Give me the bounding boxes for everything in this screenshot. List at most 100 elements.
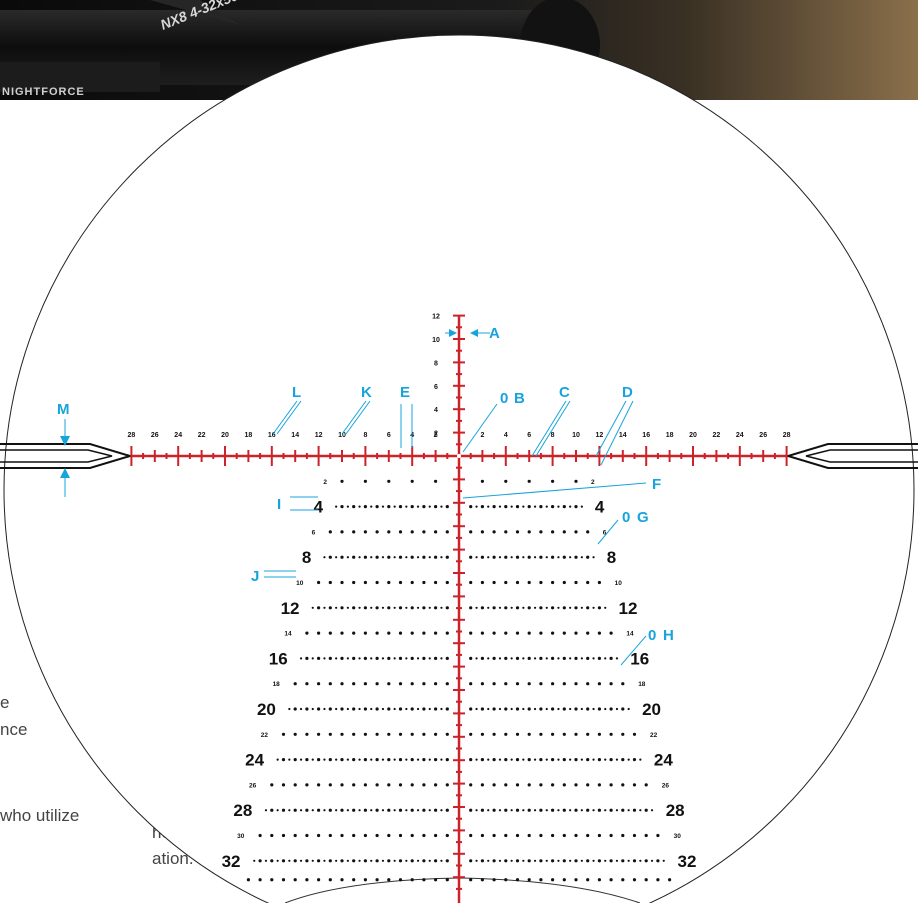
hold-dot (328, 530, 332, 534)
hold-dot (293, 878, 297, 882)
hold-dot (281, 808, 286, 812)
hold-dot (492, 606, 496, 610)
hold-dot (434, 479, 438, 483)
hold-dot (487, 707, 490, 711)
horizontal-tick-label: 4 (504, 432, 508, 439)
hold-dot (604, 606, 607, 609)
hold-dot (317, 580, 321, 585)
hold-dot (328, 732, 332, 736)
hold-dot (305, 732, 309, 736)
hold-dot (323, 859, 326, 862)
callout-c-leader (531, 400, 567, 457)
hold-dot (335, 809, 338, 812)
hold-row-label-left: 12 (281, 599, 300, 618)
hold-dot (475, 758, 478, 761)
hold-dot (480, 707, 484, 711)
hold-dot (522, 556, 525, 559)
hold-dot (381, 657, 385, 660)
hold-row-label-left: 14 (284, 631, 292, 638)
hold-dot (574, 479, 578, 483)
hold-dot (375, 732, 379, 736)
hold-dot (562, 682, 566, 686)
hold-dot (498, 859, 502, 862)
hold-dot (586, 631, 590, 635)
hold-dot (510, 859, 513, 862)
hold-dot (363, 707, 367, 711)
hold-dot (363, 732, 367, 736)
hold-dot (375, 555, 379, 559)
hold-dot (551, 580, 555, 585)
hold-dot (422, 707, 426, 711)
hold-dot (515, 732, 520, 736)
hold-dot (434, 707, 438, 711)
hold-dot (592, 556, 595, 559)
hold-row-label-left: 20 (257, 700, 276, 719)
hold-dot (375, 631, 379, 635)
hold-dot (621, 732, 625, 736)
hold-dot (580, 707, 583, 711)
hold-dot (340, 758, 344, 762)
hold-dot (580, 657, 583, 660)
hold-dot (615, 809, 619, 812)
hold-dot (352, 656, 356, 661)
hold-dot (569, 556, 572, 559)
hold-dot (551, 530, 555, 534)
hold-dot (580, 758, 583, 761)
hold-dot (293, 808, 297, 812)
hold-dot (527, 732, 531, 736)
hold-dot (434, 783, 438, 787)
hold-dot (562, 878, 566, 882)
hold-dot (480, 783, 484, 787)
hold-dot (487, 758, 490, 761)
hold-dot (515, 555, 520, 559)
hold-dot (562, 758, 566, 762)
hold-dot (597, 580, 602, 585)
hold-dot (393, 758, 396, 761)
hold-dot (422, 580, 426, 585)
hold-dot (515, 833, 520, 838)
hold-dot (539, 580, 543, 585)
hold-dot (539, 656, 543, 661)
hold-dot (527, 530, 531, 534)
hold-row-label-left: 24 (245, 751, 264, 770)
hold-dot (381, 758, 385, 761)
hold-row-label-right: 12 (619, 599, 638, 618)
right-post (784, 443, 918, 469)
hold-dot (311, 809, 314, 812)
vertical-tick-label: 8 (434, 360, 438, 367)
callout-l: L (292, 384, 301, 401)
hold-dot (557, 859, 560, 862)
hold-dot (522, 657, 525, 660)
hold-dot (358, 758, 361, 761)
hold-dot (370, 758, 373, 761)
hold-dot (539, 505, 543, 509)
hold-row-label-right: 20 (642, 700, 661, 719)
hold-dot (410, 707, 414, 711)
hold-dot (639, 758, 642, 761)
callout-k: K (361, 384, 372, 401)
hold-dot (422, 555, 426, 559)
horizontal-tick-label: 22 (713, 432, 721, 439)
hold-dot (627, 859, 630, 862)
hold-dot (335, 505, 338, 508)
hold-dot (580, 809, 583, 812)
hold-dot (317, 682, 321, 686)
hold-dot (440, 606, 443, 609)
hold-dot (597, 732, 602, 736)
hold-dot (539, 758, 543, 762)
hold-dot (317, 859, 321, 863)
hold-dot (299, 809, 303, 812)
hold-dot (597, 859, 602, 863)
hold-row-label-right: 30 (674, 833, 682, 840)
hold-dot (539, 732, 543, 736)
hold-dot (492, 555, 496, 559)
hold-dot (335, 556, 338, 559)
hold-dot (410, 833, 414, 838)
hold-dot (317, 878, 321, 882)
hold-dot (492, 758, 496, 762)
hold-dot (317, 732, 321, 736)
hold-dot (586, 859, 590, 863)
hold-dot (527, 758, 531, 762)
hold-dot (632, 859, 637, 863)
hold-dot (586, 707, 590, 711)
